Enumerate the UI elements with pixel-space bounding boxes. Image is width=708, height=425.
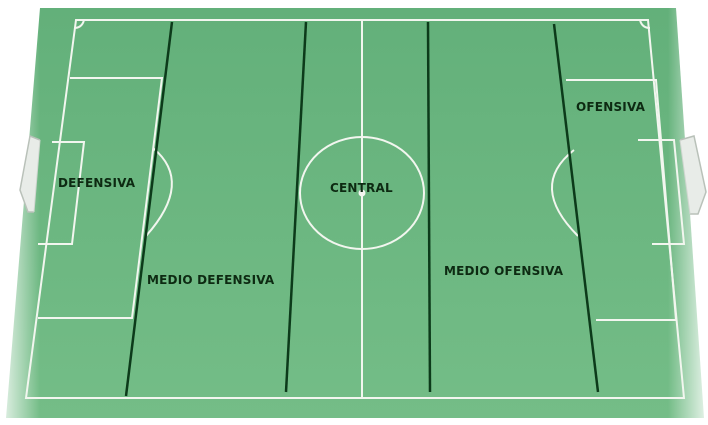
left-goal <box>19 134 41 213</box>
zone-label-ofensiva: OFENSIVA <box>576 100 646 114</box>
right-goal <box>679 135 707 215</box>
left-penalty-arc <box>145 147 173 237</box>
grass-surface <box>6 8 704 418</box>
corner-arc-top-right <box>639 19 651 29</box>
zone-label-medio-defensiva: MEDIO DEFENSIVA <box>147 273 275 287</box>
field-markings <box>24 19 686 399</box>
right-penalty-area <box>566 79 678 321</box>
zone-divider-2 <box>284 21 308 393</box>
zone-label-defensiva: DEFENSIVA <box>58 176 136 190</box>
zone-label-medio-ofensiva: MEDIO OFENSIVA <box>444 264 564 278</box>
zone-divider-3 <box>426 21 432 393</box>
right-edge-fade <box>668 0 708 425</box>
zone-divider-1 <box>124 21 174 397</box>
corner-arc-top-left <box>73 19 85 29</box>
right-goal-area <box>638 139 686 245</box>
zone-dividers <box>124 21 600 397</box>
zone-label-central: CENTRAL <box>330 181 393 195</box>
left-penalty-area <box>38 77 164 319</box>
right-penalty-arc <box>551 149 579 237</box>
outer-boundary <box>24 19 686 399</box>
center-circle <box>299 136 425 250</box>
left-goal-area <box>38 141 86 245</box>
center-spot <box>358 189 366 197</box>
zone-divider-4 <box>552 23 600 393</box>
